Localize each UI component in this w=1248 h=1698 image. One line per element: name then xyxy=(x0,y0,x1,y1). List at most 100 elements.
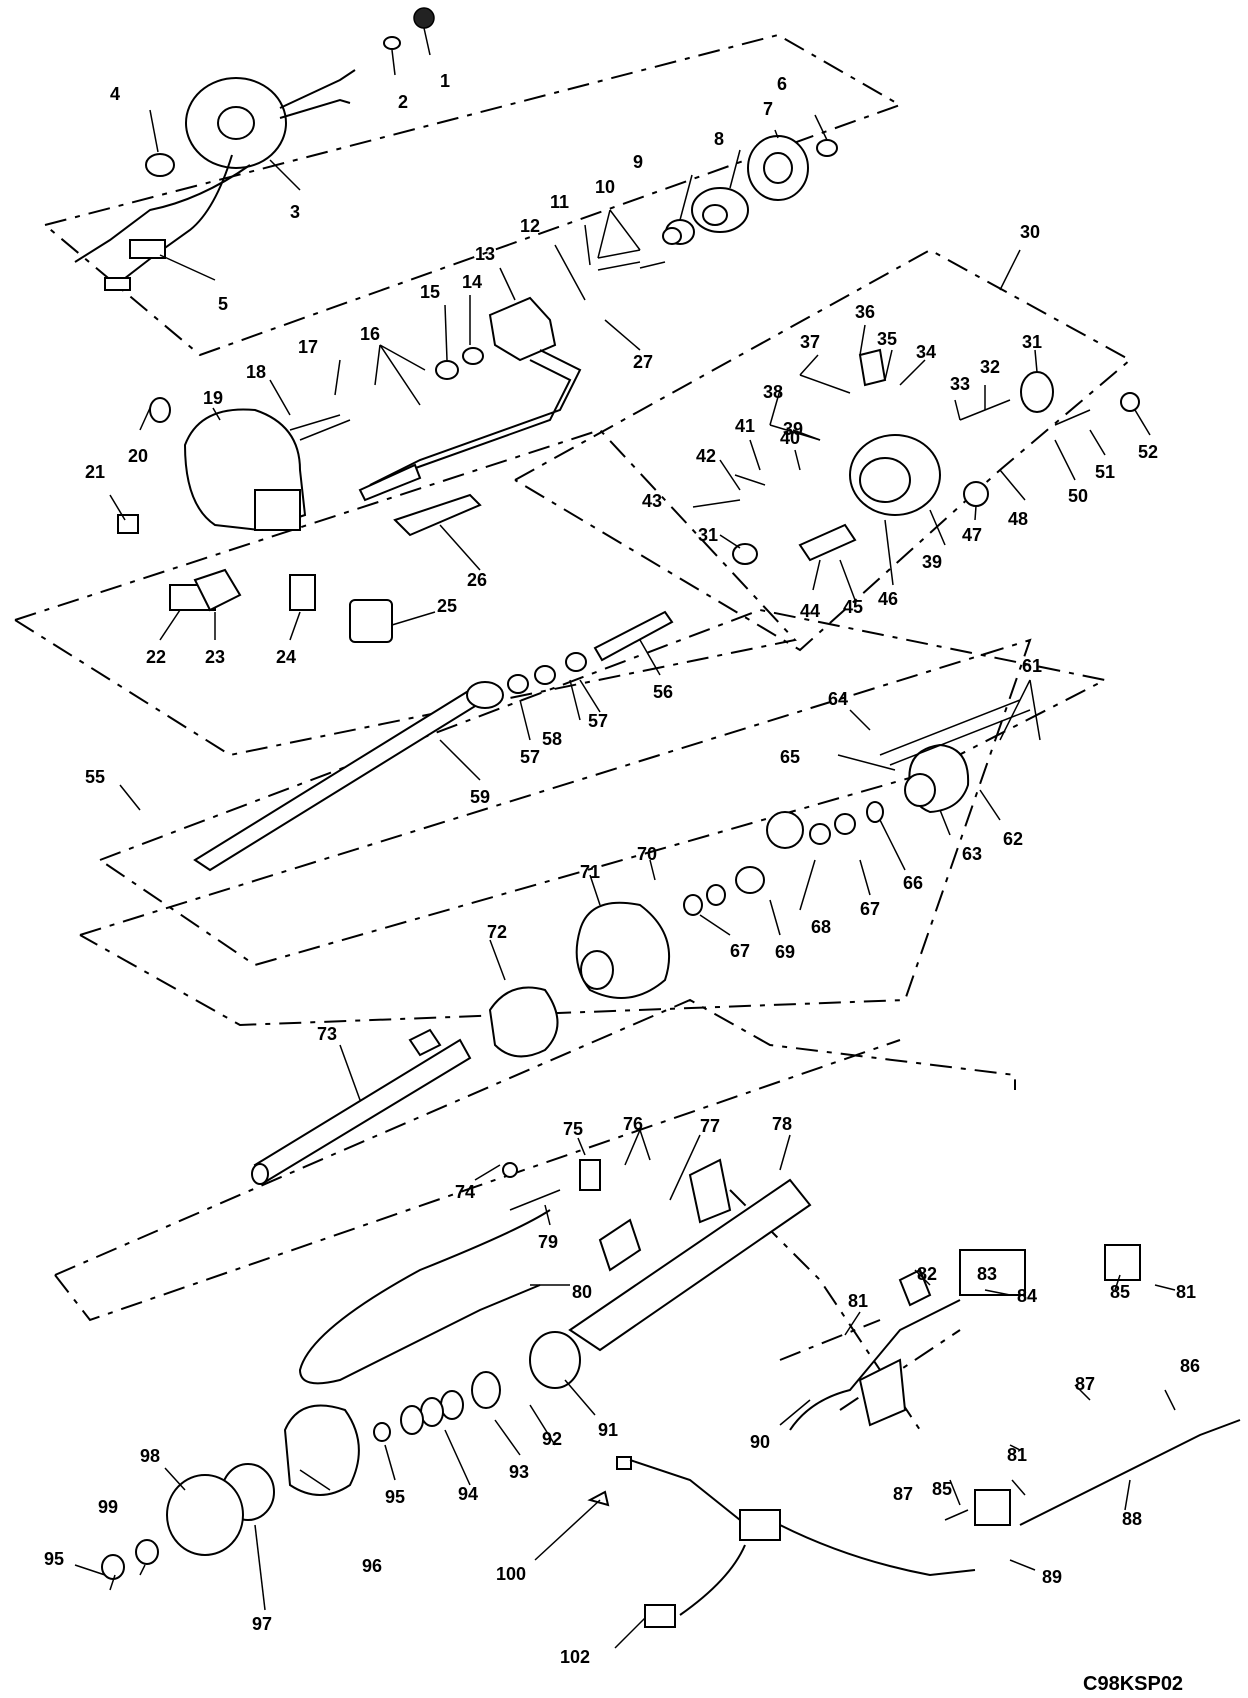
callout-label: 43 xyxy=(642,491,662,511)
horn-contact-assembly xyxy=(74,7,435,291)
cancel-cam-assembly xyxy=(597,135,838,271)
callout-label: 80 xyxy=(572,1282,592,1302)
callout-label: 17 xyxy=(298,337,318,357)
callout-label: 10 xyxy=(595,177,615,197)
callout-label: 78 xyxy=(772,1114,792,1134)
callout-label: 70 xyxy=(637,844,657,864)
callout-label: 3 xyxy=(290,202,300,222)
callout-label: 39 xyxy=(783,419,803,439)
callout-label: 81 xyxy=(1176,1282,1196,1302)
callout-label: 65 xyxy=(780,747,800,767)
callout-label: 1 xyxy=(440,71,450,91)
callout-label: 75 xyxy=(563,1119,583,1139)
callout-label: 38 xyxy=(763,382,783,402)
callout-label: 32 xyxy=(980,357,1000,377)
callout-label: 47 xyxy=(962,525,982,545)
shift-tube xyxy=(251,1028,472,1185)
callout-label: 36 xyxy=(855,302,875,322)
callout-label: 41 xyxy=(735,416,755,436)
callout-label: 39 xyxy=(922,552,942,572)
callout-label: 35 xyxy=(877,329,897,349)
callout-label: 15 xyxy=(420,282,440,302)
callout-label: 82 xyxy=(917,1264,937,1284)
callout-label: 59 xyxy=(470,787,490,807)
callout-label: 31 xyxy=(698,525,718,545)
callout-label: 85 xyxy=(932,1479,952,1499)
callout-label: 57 xyxy=(520,747,540,767)
lock-housing-assembly xyxy=(732,348,1140,565)
callout-label: 33 xyxy=(950,374,970,394)
callout-label: 2 xyxy=(398,92,408,112)
callout-label: 93 xyxy=(509,1462,529,1482)
callout-label: 62 xyxy=(1003,829,1023,849)
callout-labels: 1 2 3 4 5 6 7 8 9 10 11 12 13 14 15 16 1… xyxy=(44,71,1200,1667)
steering-shaft-assembly xyxy=(193,610,674,872)
callout-label: 18 xyxy=(246,362,266,382)
callout-label: 63 xyxy=(962,844,982,864)
callout-label: 37 xyxy=(800,332,820,352)
callout-label: 21 xyxy=(85,462,105,482)
callout-label: 85 xyxy=(1110,1282,1130,1302)
callout-label: 95 xyxy=(385,1487,405,1507)
column-bearing-parts xyxy=(488,699,1031,1058)
callout-label: 6 xyxy=(777,74,787,94)
leader-lines xyxy=(74,27,1176,1649)
callout-label: 74 xyxy=(455,1182,475,1202)
callout-label: 8 xyxy=(714,129,724,149)
callout-label: 67 xyxy=(730,941,750,961)
callout-label: 92 xyxy=(542,1429,562,1449)
callout-label: 72 xyxy=(487,922,507,942)
wiring-harness xyxy=(587,1456,976,1628)
callout-label: 69 xyxy=(775,942,795,962)
callout-label: 99 xyxy=(98,1497,118,1517)
callout-label: 68 xyxy=(811,917,831,937)
callout-label: 89 xyxy=(1042,1567,1062,1587)
callout-label: 5 xyxy=(218,294,228,314)
callout-label: 73 xyxy=(317,1024,337,1044)
callout-label: 9 xyxy=(633,152,643,172)
callout-label: 44 xyxy=(800,601,820,621)
callout-label: 14 xyxy=(462,272,482,292)
callout-label: 42 xyxy=(696,446,716,466)
callout-label: 57 xyxy=(588,711,608,731)
callout-label: 77 xyxy=(700,1116,720,1136)
callout-label: 45 xyxy=(843,597,863,617)
callout-label: 95 xyxy=(44,1549,64,1569)
callout-label: 56 xyxy=(653,682,673,702)
callout-label: 48 xyxy=(1008,509,1028,529)
callout-label: 79 xyxy=(538,1232,558,1252)
callout-label: 40 xyxy=(780,428,800,448)
callout-label: 7 xyxy=(763,99,773,119)
callout-label: 34 xyxy=(916,342,936,362)
housing-assembly xyxy=(149,296,582,532)
callout-label: 30 xyxy=(1020,222,1040,242)
diagram-code: C98KSP02 xyxy=(1083,1673,1183,1695)
callout-label: 25 xyxy=(437,596,457,616)
callout-label: 19 xyxy=(203,388,223,408)
callout-label: 12 xyxy=(520,216,540,236)
callout-label: 4 xyxy=(110,84,120,104)
callout-label: 76 xyxy=(623,1114,643,1134)
callout-label: 88 xyxy=(1122,1509,1142,1529)
group-boundaries xyxy=(14,33,1132,1431)
callout-label: 20 xyxy=(128,446,148,466)
callout-label: 31 xyxy=(1022,332,1042,352)
callout-label: 23 xyxy=(205,647,225,667)
lower-bearing-parts xyxy=(101,1371,501,1580)
callout-label: 94 xyxy=(458,1484,478,1504)
callout-label: 22 xyxy=(146,647,166,667)
callout-label: 91 xyxy=(598,1420,618,1440)
callout-label: 83 xyxy=(977,1264,997,1284)
callout-label: 97 xyxy=(252,1614,272,1634)
switch-parts-21-27 xyxy=(117,463,482,643)
callout-label: 46 xyxy=(878,589,898,609)
ignition-switch-parts xyxy=(789,1244,1241,1526)
steering-column-jacket xyxy=(529,1158,812,1389)
callout-label: 11 xyxy=(550,192,569,212)
callout-label: 26 xyxy=(467,570,487,590)
callout-label: 87 xyxy=(893,1484,913,1504)
callout-label: 100 xyxy=(496,1564,526,1584)
callout-label: 98 xyxy=(140,1446,160,1466)
lever-and-cable-parts xyxy=(298,1159,642,1385)
